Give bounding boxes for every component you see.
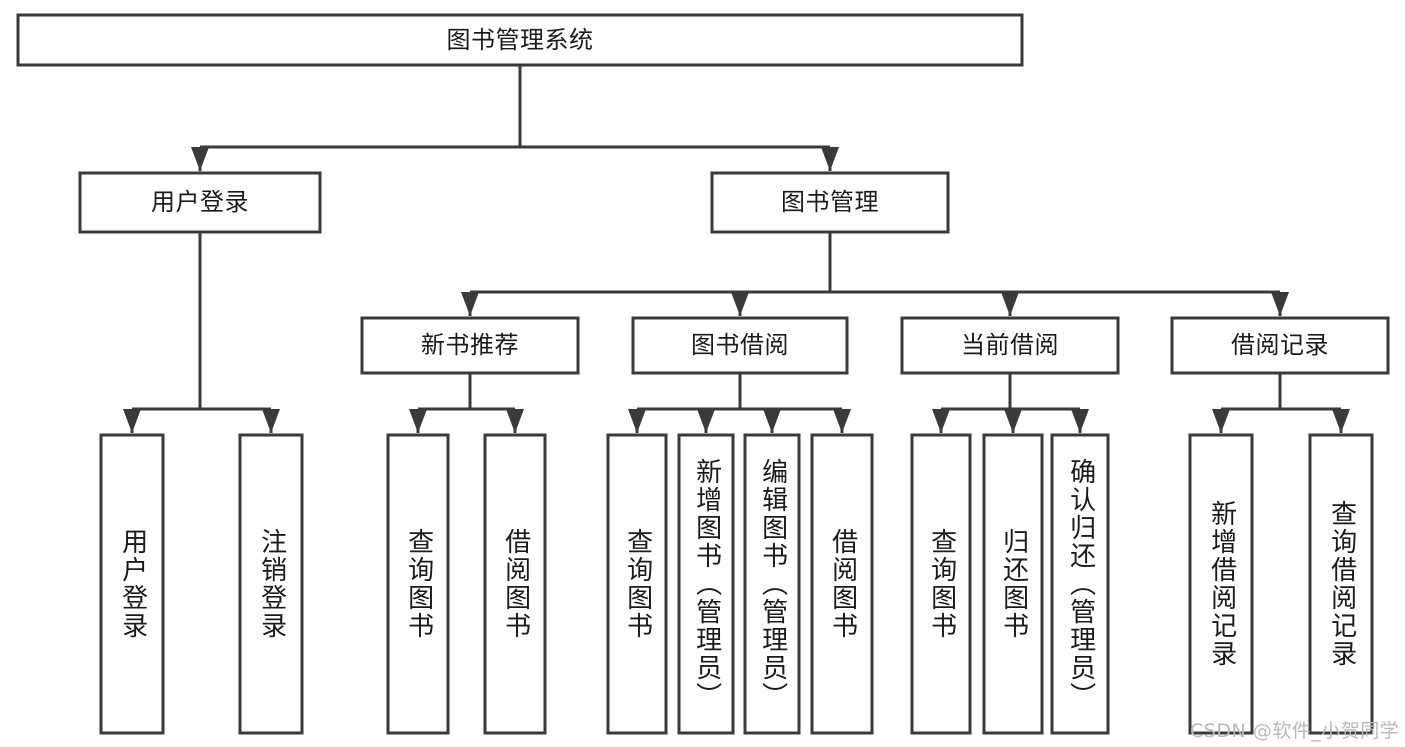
node-box-user-login[interactable]: [78, 171, 322, 234]
arrow-head-borrow-record-to-leaf-add-rec: [1212, 409, 1230, 433]
node-box-leaf-query-1[interactable]: [386, 433, 450, 735]
arrow-head-current-borrow-to-leaf-query-3: [932, 409, 950, 433]
node-box-leaf-logout[interactable]: [238, 433, 304, 735]
node-box-borrow-record[interactable]: [1170, 316, 1390, 375]
node-box-leaf-query-3[interactable]: [910, 433, 972, 735]
arrow-head-book-borrow-to-leaf-query-2: [628, 409, 646, 433]
arrow-head-new-book-rec-to-leaf-query-1: [409, 409, 427, 433]
node-box-leaf-add-book[interactable]: [677, 433, 735, 735]
arrow-head-current-borrow-to-leaf-confirm: [1071, 409, 1089, 433]
arrow-head-book-mgmt-to-book-borrow: [731, 292, 749, 316]
node-box-leaf-confirm[interactable]: [1050, 433, 1110, 735]
node-box-leaf-edit-book[interactable]: [743, 433, 801, 735]
arrow-head-book-mgmt-to-borrow-record: [1271, 292, 1289, 316]
connector-layer: [123, 65, 1350, 433]
node-box-book-mgmt[interactable]: [710, 171, 950, 234]
arrow-head-borrow-record-to-leaf-query-rec: [1332, 409, 1350, 433]
node-box-leaf-query-rec[interactable]: [1308, 433, 1374, 735]
arrow-head-user-login-to-leaf-user-login: [123, 409, 141, 433]
node-box-leaf-query-2[interactable]: [606, 433, 668, 735]
node-box-book-borrow[interactable]: [631, 316, 849, 375]
arrow-head-root-to-user-login: [191, 147, 209, 171]
csdn-watermark: CSDN @软件_小贺同学: [1190, 720, 1400, 742]
node-box-leaf-borrow-2[interactable]: [810, 433, 874, 735]
arrow-head-book-mgmt-to-new-book-rec: [461, 292, 479, 316]
arrow-head-root-to-book-mgmt: [821, 147, 839, 171]
node-box-leaf-add-rec[interactable]: [1188, 433, 1254, 735]
node-box-leaf-user-login[interactable]: [99, 433, 165, 735]
arrow-head-new-book-rec-to-leaf-borrow-1: [506, 409, 524, 433]
arrow-head-book-mgmt-to-current-borrow: [1001, 292, 1019, 316]
node-box-root[interactable]: [16, 13, 1024, 67]
node-box-current-borrow[interactable]: [900, 316, 1120, 375]
arrow-head-book-borrow-to-leaf-add-book: [697, 409, 715, 433]
node-box-new-book-rec[interactable]: [360, 316, 580, 375]
arrow-head-current-borrow-to-leaf-return: [1004, 409, 1022, 433]
node-box-leaf-return[interactable]: [982, 433, 1044, 735]
arrow-head-book-borrow-to-leaf-edit-book: [763, 409, 781, 433]
arrow-head-book-borrow-to-leaf-borrow-2: [833, 409, 851, 433]
arrow-head-user-login-to-leaf-logout: [262, 409, 280, 433]
node-box-layer: [16, 13, 1390, 735]
node-box-leaf-borrow-1[interactable]: [483, 433, 547, 735]
